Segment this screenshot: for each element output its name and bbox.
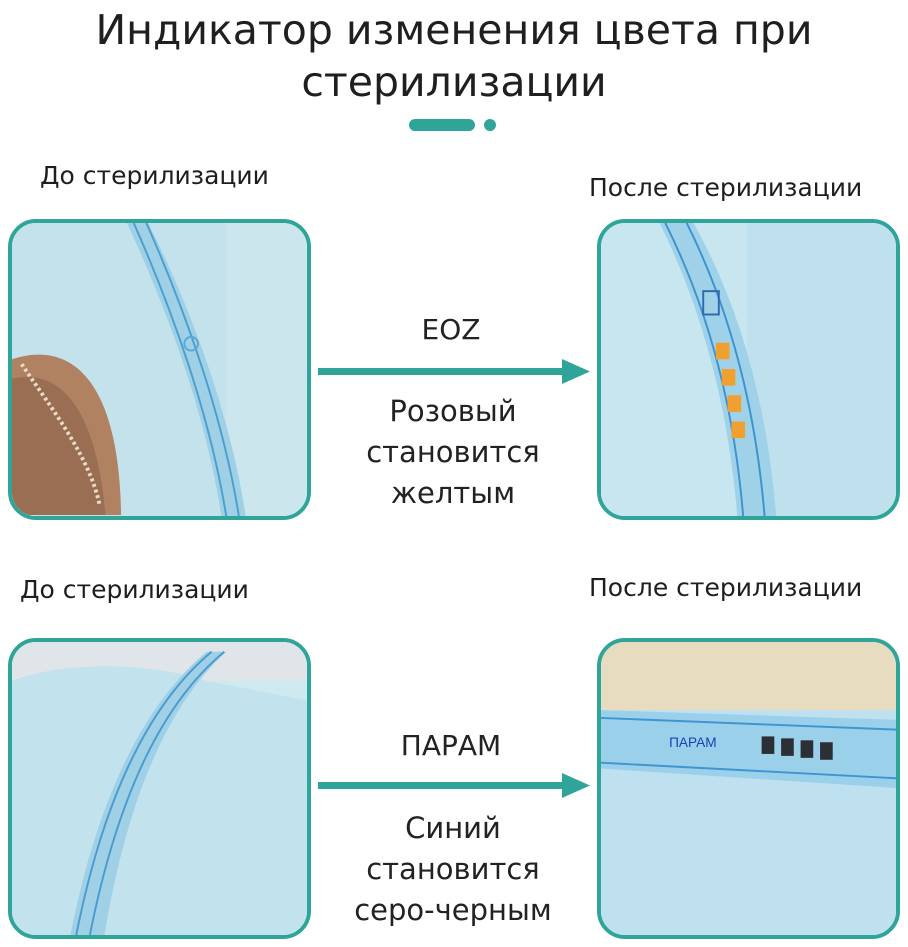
before-photo-steam (8, 638, 311, 939)
page-title: Индикатор изменения цвета при стерилизац… (0, 4, 908, 108)
desc-line: Синий (405, 811, 501, 845)
title-line-2: стерилизации (301, 58, 607, 106)
strip-text: ПАРАМ (669, 735, 716, 750)
method-label-eoz: EOZ (421, 313, 481, 346)
accent-bar (409, 119, 475, 131)
after-label-2: После стерилизации (589, 573, 863, 602)
method-label-steam: ПАРАМ (400, 729, 502, 762)
before-photo-eoz (8, 219, 311, 520)
title-line-1: Индикатор изменения цвета при (95, 6, 813, 54)
arrow-right-icon (318, 359, 590, 384)
desc-line: становится (366, 435, 540, 469)
after-photo-steam: ПАРАМ (597, 638, 900, 939)
accent-dot (484, 119, 496, 131)
color-change-desc-2: Синий становится серо-черным (323, 808, 583, 931)
color-change-desc-1: Розовый становится желтым (323, 391, 583, 514)
desc-line: желтым (390, 476, 516, 510)
indicator-marks (715, 342, 746, 439)
desc-line: Розовый (389, 394, 517, 428)
after-photo-eoz (597, 219, 900, 520)
arrow-right-icon (318, 773, 590, 798)
indicator-marks (761, 736, 833, 760)
desc-line: становится (366, 852, 540, 886)
after-label-1: После стерилизации (589, 173, 863, 202)
before-label-2: До стерилизации (20, 575, 249, 604)
before-label-1: До стерилизации (40, 161, 269, 190)
desc-line: серо-черным (354, 893, 552, 927)
